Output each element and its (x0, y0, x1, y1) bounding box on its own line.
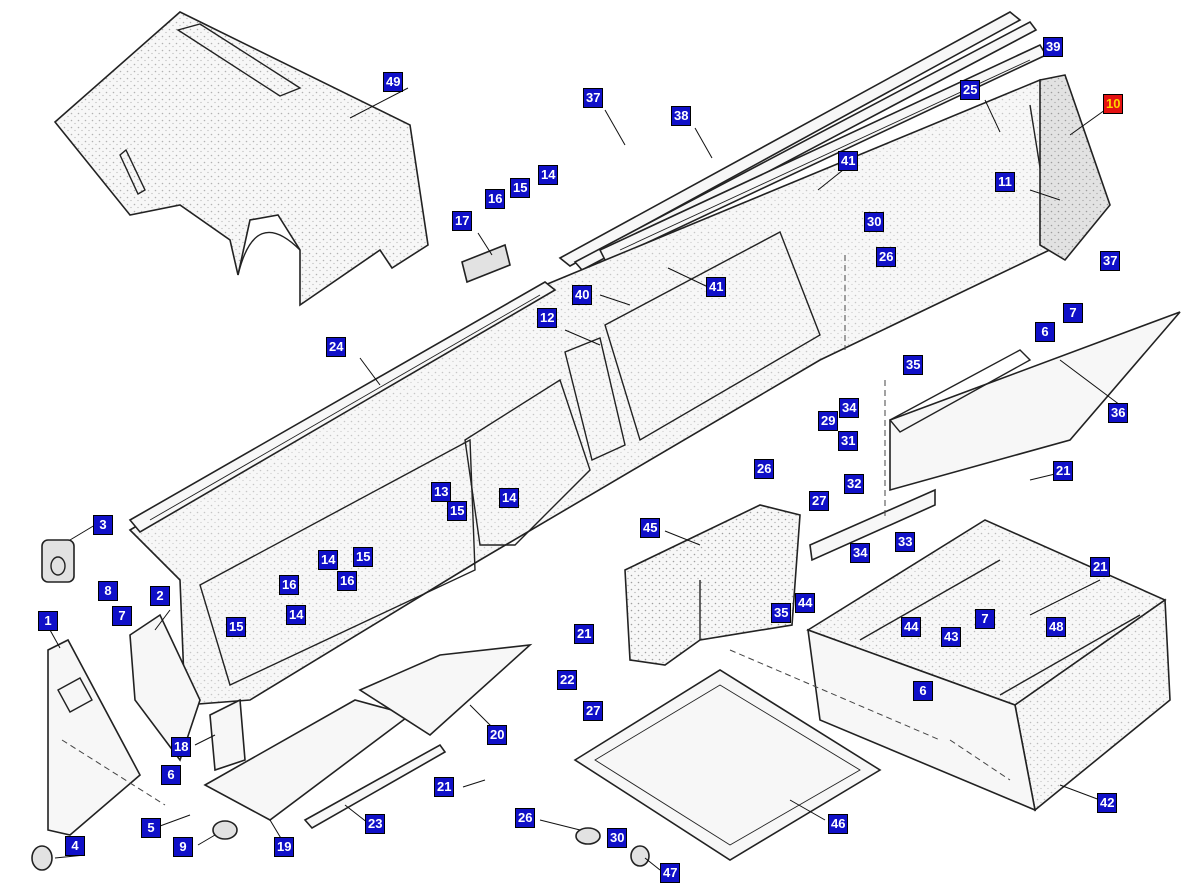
callout-47[interactable]: 47 (660, 863, 681, 883)
support-bracket-36 (888, 311, 1181, 492)
callout-16[interactable]: 16 (485, 189, 506, 209)
callout-15[interactable]: 15 (447, 501, 468, 521)
clip-3-bracket (575, 827, 650, 867)
callout-15[interactable]: 15 (353, 547, 374, 567)
bracket-1 (47, 638, 142, 836)
end-panel-10 (1039, 74, 1111, 262)
callout-2[interactable]: 2 (150, 586, 170, 606)
leader-lines (49, 87, 1121, 871)
callout-33[interactable]: 33 (895, 532, 916, 552)
callout-37[interactable]: 37 (1100, 251, 1121, 271)
callout-34[interactable]: 34 (850, 543, 871, 563)
callout-29[interactable]: 29 (818, 411, 839, 431)
callout-11[interactable]: 11 (995, 172, 1015, 192)
bracket-20 (358, 643, 533, 737)
callout-6[interactable]: 6 (161, 765, 181, 785)
callout-32[interactable]: 32 (844, 474, 865, 494)
callout-27[interactable]: 27 (809, 491, 830, 511)
callout-39[interactable]: 39 (1043, 37, 1064, 57)
callout-42[interactable]: 42 (1097, 793, 1118, 813)
callout-35[interactable]: 35 (771, 603, 792, 623)
callout-19[interactable]: 19 (274, 837, 295, 857)
callout-30[interactable]: 30 (864, 212, 885, 232)
callout-44[interactable]: 44 (901, 617, 922, 637)
callout-14[interactable]: 14 (318, 550, 339, 570)
callout-43[interactable]: 43 (941, 627, 962, 647)
callout-5[interactable]: 5 (141, 818, 161, 838)
callout-14[interactable]: 14 (499, 488, 520, 508)
bracket-32 (809, 488, 936, 562)
callout-6[interactable]: 6 (1035, 322, 1055, 342)
callout-12[interactable]: 12 (537, 308, 558, 328)
callout-25[interactable]: 25 (960, 80, 981, 100)
assembly-dashed-lines (61, 255, 1011, 806)
callout-14[interactable]: 14 (286, 605, 307, 625)
callout-31[interactable]: 31 (838, 431, 859, 451)
callout-7[interactable]: 7 (1063, 303, 1083, 323)
callout-14[interactable]: 14 (538, 165, 559, 185)
tray-46 (573, 669, 882, 861)
callout-38[interactable]: 38 (671, 106, 692, 126)
grommet-4 (31, 845, 53, 871)
callout-36[interactable]: 36 (1108, 403, 1129, 423)
callout-46[interactable]: 46 (828, 814, 849, 834)
callout-3[interactable]: 3 (93, 515, 113, 535)
callout-44[interactable]: 44 (795, 593, 816, 613)
callout-9[interactable]: 9 (173, 837, 193, 857)
callout-34[interactable]: 34 (839, 398, 860, 418)
callout-21[interactable]: 21 (1090, 557, 1111, 577)
callout-26[interactable]: 26 (754, 459, 775, 479)
callout-16[interactable]: 16 (337, 571, 358, 591)
callout-6[interactable]: 6 (913, 681, 933, 701)
callout-26[interactable]: 26 (515, 808, 536, 828)
callout-27[interactable]: 27 (583, 701, 604, 721)
instrument-cowl-49 (53, 11, 429, 307)
callout-24[interactable]: 24 (326, 337, 347, 357)
callout-8[interactable]: 8 (98, 581, 118, 601)
callout-7[interactable]: 7 (975, 609, 995, 629)
callout-22[interactable]: 22 (557, 670, 578, 690)
callout-23[interactable]: 23 (365, 814, 386, 834)
callout-30[interactable]: 30 (607, 828, 628, 848)
knob-3 (41, 539, 75, 583)
callout-21[interactable]: 21 (574, 624, 595, 644)
cap-9 (212, 820, 238, 840)
callout-35[interactable]: 35 (903, 355, 924, 375)
callout-48[interactable]: 48 (1046, 617, 1067, 637)
callout-45[interactable]: 45 (640, 518, 661, 538)
callout-10[interactable]: 10 (1103, 94, 1124, 114)
callout-4[interactable]: 4 (65, 836, 85, 856)
callout-26[interactable]: 26 (876, 247, 897, 267)
callout-15[interactable]: 15 (226, 617, 247, 637)
callout-37[interactable]: 37 (583, 88, 604, 108)
glove-box-45 (624, 504, 801, 666)
callout-40[interactable]: 40 (572, 285, 593, 305)
defroster-strip-24 (128, 281, 557, 534)
callout-41[interactable]: 41 (838, 151, 859, 171)
bracket-2 (129, 613, 201, 762)
strip-23 (303, 743, 447, 830)
callout-41[interactable]: 41 (706, 277, 727, 297)
callout-21[interactable]: 21 (1053, 461, 1074, 481)
callout-18[interactable]: 18 (171, 737, 192, 757)
callout-15[interactable]: 15 (510, 178, 531, 198)
callout-20[interactable]: 20 (487, 725, 508, 745)
bracket-18 (209, 698, 246, 772)
callout-49[interactable]: 49 (383, 72, 404, 92)
clip-17 (461, 243, 511, 284)
callout-16[interactable]: 16 (279, 575, 300, 595)
callout-7[interactable]: 7 (112, 606, 132, 626)
callout-1[interactable]: 1 (38, 611, 58, 631)
callout-21[interactable]: 21 (434, 777, 455, 797)
callout-13[interactable]: 13 (431, 482, 452, 502)
callout-17[interactable]: 17 (452, 211, 473, 231)
